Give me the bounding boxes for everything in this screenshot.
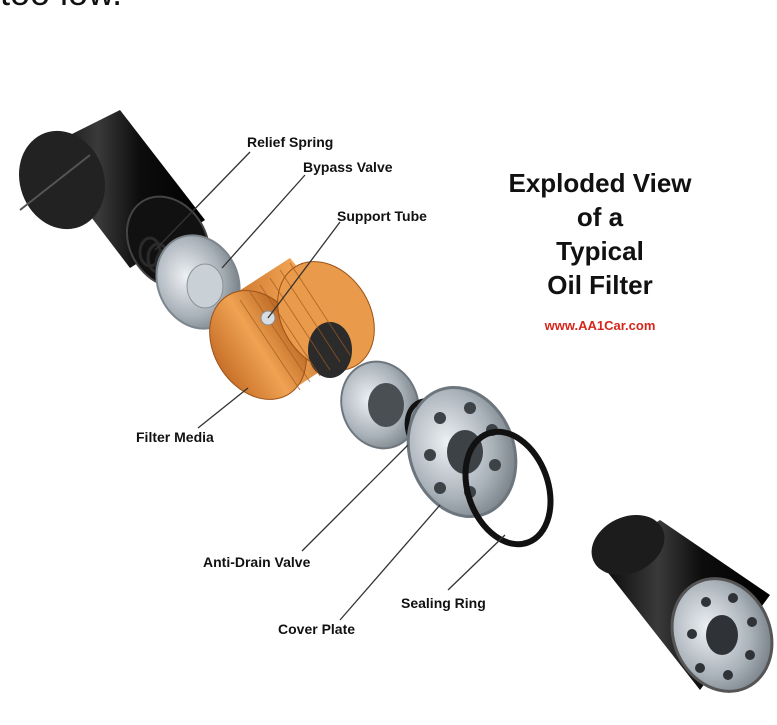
leader-cover-plate	[339, 504, 441, 621]
title-line: of a	[576, 202, 624, 232]
title-line: Oil Filter	[547, 270, 653, 300]
assembled-oil-filter	[591, 514, 774, 693]
leader-bypass-valve	[221, 174, 306, 269]
label-sealing-ring: Sealing Ring	[401, 595, 486, 611]
label-anti-drain-valve: Anti-Drain Valve	[203, 554, 311, 570]
filter-media	[209, 258, 375, 400]
leader-support-tube	[267, 221, 341, 319]
top-text: too low.	[0, 0, 122, 14]
title-line: Exploded View	[508, 168, 692, 198]
cover-plate	[406, 385, 518, 519]
source-url: www.AA1Car.com	[544, 318, 656, 333]
leader-lines	[154, 151, 506, 621]
label-relief-spring: Relief Spring	[247, 134, 334, 150]
leader-anti-drain-valve	[301, 444, 409, 552]
leader-sealing-ring	[447, 534, 506, 591]
label-filter-media: Filter Media	[136, 429, 214, 445]
label-support-tube: Support Tube	[337, 208, 427, 224]
sealing-ring	[462, 428, 554, 548]
leader-relief-spring	[154, 151, 251, 251]
label-cover-plate: Cover Plate	[278, 621, 356, 637]
title-line: Typical	[556, 236, 644, 266]
leader-filter-media	[197, 387, 249, 429]
label-bypass-valve: Bypass Valve	[303, 159, 393, 175]
diagram-title: Exploded View of a Typical Oil Filter	[470, 166, 730, 302]
